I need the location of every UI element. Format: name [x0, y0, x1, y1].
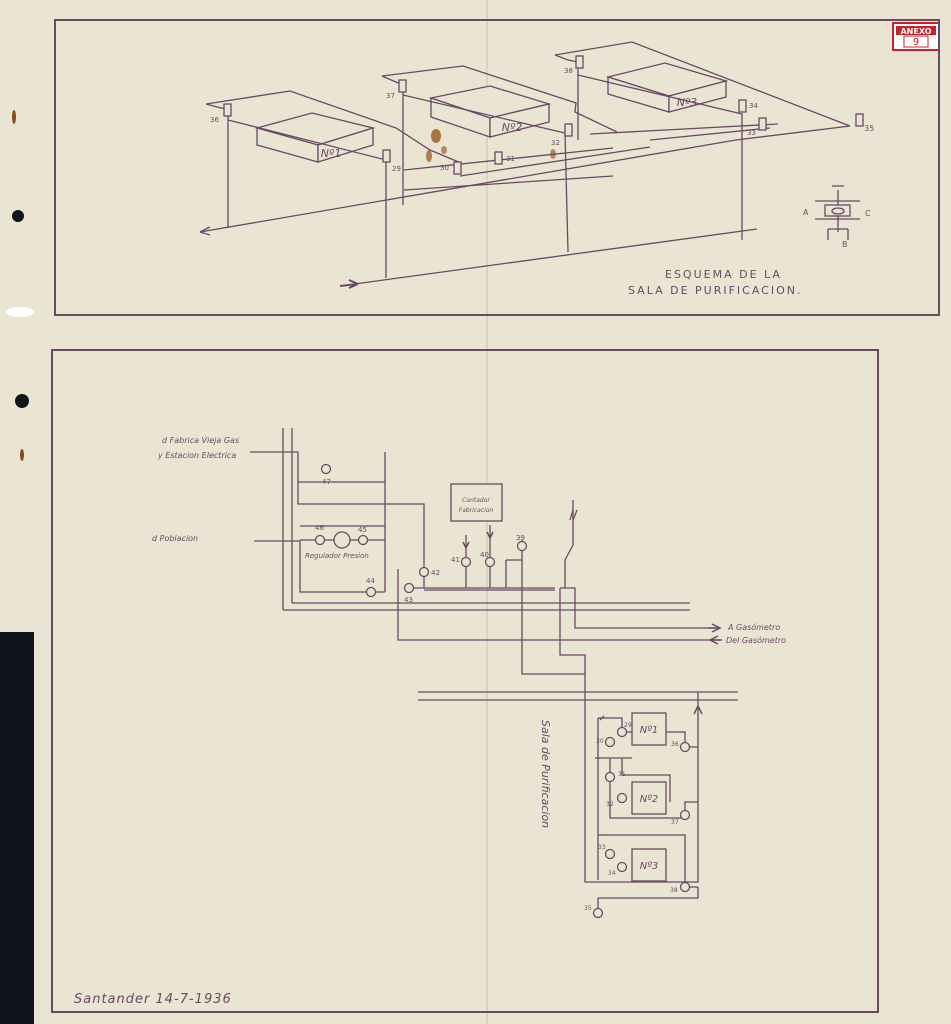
- purifier-box-3: [631, 848, 667, 882]
- pipe-cross-1: [403, 147, 614, 171]
- annex-number: 9: [913, 37, 919, 48]
- valve-number: 35: [584, 905, 592, 912]
- valve-letter: C: [865, 209, 871, 218]
- valve-number: 39: [516, 534, 525, 542]
- rust-stain: [426, 150, 432, 162]
- dark-background-corner: [0, 632, 34, 1024]
- pipe-loop-3: [554, 41, 851, 127]
- purifier-box-2: [631, 781, 667, 815]
- label-to-gasometer: A Gasómetro: [727, 622, 780, 632]
- arrow-out: [199, 226, 211, 236]
- paper-tear: [6, 307, 34, 317]
- purifier-label: Nº1: [321, 147, 341, 160]
- pipe-cross-5: [649, 127, 771, 141]
- top-panel: [54, 19, 940, 316]
- signature-place-date: Santander 14-7-1936: [74, 992, 232, 1007]
- valve-number: 38: [564, 67, 573, 75]
- valve-number: 36: [210, 116, 219, 124]
- valve-number: 29: [624, 722, 632, 729]
- valve-number: 41: [451, 556, 460, 564]
- valve-number: 29: [392, 165, 401, 173]
- pipe-loop-2: [381, 65, 618, 133]
- valve-number: 36: [671, 741, 679, 748]
- purifier-label: Nº1: [640, 725, 659, 736]
- valve-number: 34: [608, 870, 616, 877]
- valve-number: 43: [404, 596, 413, 604]
- purifier-box-1: [254, 112, 376, 163]
- label-pressure-regulator: Regulador Presion: [305, 552, 369, 560]
- valve-number: 30: [596, 738, 604, 745]
- valve-number: 45: [358, 526, 367, 534]
- valve-number: 32: [551, 139, 560, 147]
- label-from-gasometer: Del Gasómetro: [726, 635, 786, 645]
- purifier-box-2: [428, 85, 552, 138]
- top-panel-labels: Nº1 Nº2 Nº3 36 29 30 31 37 32 38 34 33 3…: [210, 67, 874, 297]
- label-population: d Poblacion: [152, 534, 198, 543]
- top-panel-border: [54, 19, 940, 316]
- annex-label: ANEXO: [900, 27, 931, 36]
- diagram-title-line2: SALA DE PURIFICACION.: [628, 284, 803, 297]
- valve-number: 40: [480, 551, 489, 559]
- label-purification-room: Sala de Purificacion: [539, 720, 552, 828]
- valve-letter: B: [842, 240, 848, 249]
- purifier-label: Nº2: [640, 794, 659, 805]
- pressure-regulator-symbol: [333, 531, 351, 549]
- valve-number: 33: [598, 844, 606, 851]
- purifier-label: Nº3: [677, 96, 697, 109]
- rust-stain: [20, 449, 24, 461]
- pipe-loop-1: [205, 90, 462, 164]
- purifier-box-3: [605, 62, 729, 113]
- valve-number: 38: [670, 887, 678, 894]
- purifier-label: Nº2: [502, 121, 522, 134]
- valve-symbols-top: [223, 55, 864, 175]
- pipe-cross-3: [459, 146, 651, 177]
- punch-hole: [15, 394, 29, 408]
- pipe-loop-3-side: [554, 54, 579, 140]
- rust-stain: [441, 146, 447, 154]
- rust-stain: [431, 129, 441, 143]
- valve-number: 33: [747, 129, 756, 137]
- purifier-box-1: [631, 712, 667, 746]
- diagram-title-line1: ESQUEMA DE LA: [665, 268, 782, 281]
- valve-number: 44: [366, 577, 375, 585]
- bottom-panel-border: [51, 349, 879, 1013]
- label-meter: Contador: [462, 497, 490, 504]
- valve-symbols-bottom: [314, 463, 691, 919]
- rust-stain: [12, 110, 16, 124]
- valve-detail-sketch: [815, 185, 860, 240]
- label-meter-sub: Fabricacion: [459, 507, 494, 514]
- label-power-station: y Estacion Electrica: [157, 451, 236, 460]
- valve-number: 32: [606, 801, 614, 808]
- valve-number: 31: [506, 155, 515, 163]
- pipe-main-in: [339, 228, 758, 287]
- valve-number: 37: [386, 92, 395, 100]
- valve-number: 35: [864, 124, 874, 133]
- valve-number: 42: [431, 569, 440, 577]
- pipe-cross-4: [589, 123, 779, 135]
- pipe-return-3: [577, 74, 743, 240]
- pipe-cross-2: [403, 175, 614, 191]
- meter-box: [450, 483, 503, 522]
- valve-number: 37: [671, 819, 679, 826]
- annex-badge: ANEXO 9: [892, 22, 940, 51]
- valve-number: 47: [322, 478, 331, 486]
- label-from-old-factory: d Fabrica Vieja Gas: [162, 436, 239, 445]
- valve-number: 31: [618, 771, 626, 778]
- valve-number: 34: [749, 102, 758, 110]
- pipe-main-out: [199, 125, 851, 233]
- purifier-label: Nº3: [640, 861, 659, 872]
- bottom-panel: [51, 349, 879, 1013]
- valve-number: 30: [440, 164, 449, 172]
- valve-letter: A: [803, 208, 809, 217]
- bottom-panel-labels: d Fabrica Vieja Gas y Estacion Electrica…: [74, 436, 786, 1007]
- valve-number: 46: [315, 524, 324, 532]
- punch-hole: [12, 210, 24, 222]
